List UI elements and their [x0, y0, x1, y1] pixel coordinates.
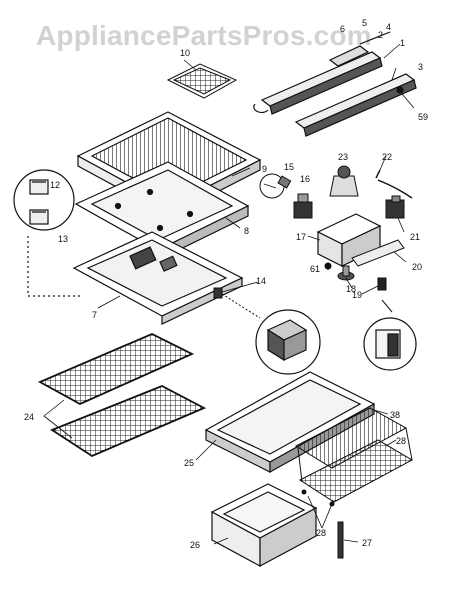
bin-detail-circle [13, 169, 80, 297]
callout-24: 24 [24, 412, 34, 422]
callout-3: 3 [418, 62, 423, 72]
lamp-socket [293, 193, 313, 219]
callout-16: 16 [300, 174, 310, 184]
thermostat [385, 195, 405, 219]
shelf-frame [74, 161, 250, 261]
support-rod [337, 521, 344, 559]
control-cover [72, 231, 244, 325]
light-bulb [259, 173, 292, 199]
wire-shelf-lower [50, 385, 207, 458]
callout-8: 8 [244, 226, 249, 236]
callout-20: 20 [412, 262, 422, 272]
callout-12: 12 [50, 180, 60, 190]
clip-detail-circle [255, 309, 321, 375]
control-knob [337, 265, 355, 281]
switch-detail-circle [363, 317, 417, 371]
damper-control [329, 165, 359, 197]
rail-assembly [253, 31, 417, 137]
callout-28a: 28 [396, 436, 406, 446]
leader-lines [43, 43, 415, 545]
callout-5: 5 [362, 18, 367, 28]
callout-18: 18 [346, 284, 356, 294]
callout-22: 22 [382, 152, 392, 162]
callout-21: 21 [410, 232, 420, 242]
thermostat-sensor [375, 169, 413, 199]
callout-14: 14 [256, 276, 266, 286]
egg-tray [166, 63, 238, 99]
callout-13: 13 [58, 234, 68, 244]
crisper-rack [294, 407, 414, 507]
callout-17: 17 [296, 232, 306, 242]
control-housing [316, 213, 382, 267]
callout-9: 9 [262, 164, 267, 174]
wire-shelf-upper [37, 333, 195, 406]
callout-28b: 28 [316, 528, 326, 538]
light-switch [377, 277, 393, 313]
callout-15: 15 [284, 162, 294, 172]
callout-1: 1 [400, 38, 405, 48]
callout-7: 7 [92, 310, 97, 320]
callout-38: 38 [390, 410, 400, 420]
callout-2: 2 [378, 30, 383, 40]
callout-labels: 1 2 3 4 5 6 7 8 9 10 12 13 14 15 16 17 1… [24, 18, 428, 550]
callout-19: 19 [352, 290, 362, 300]
callout-6: 6 [340, 24, 345, 34]
callout-10: 10 [180, 48, 190, 58]
callout-4: 4 [386, 22, 391, 32]
light-shield [351, 239, 405, 267]
shelf-clip [213, 287, 261, 319]
crisper-drawer [210, 483, 318, 568]
callout-27: 27 [362, 538, 372, 548]
callout-61: 61 [310, 264, 320, 274]
watermark: AppliancePartsPros.com [36, 20, 372, 51]
callout-25: 25 [184, 458, 194, 468]
callout-26: 26 [190, 540, 200, 550]
callout-59: 59 [418, 112, 428, 122]
callout-23: 23 [338, 152, 348, 162]
